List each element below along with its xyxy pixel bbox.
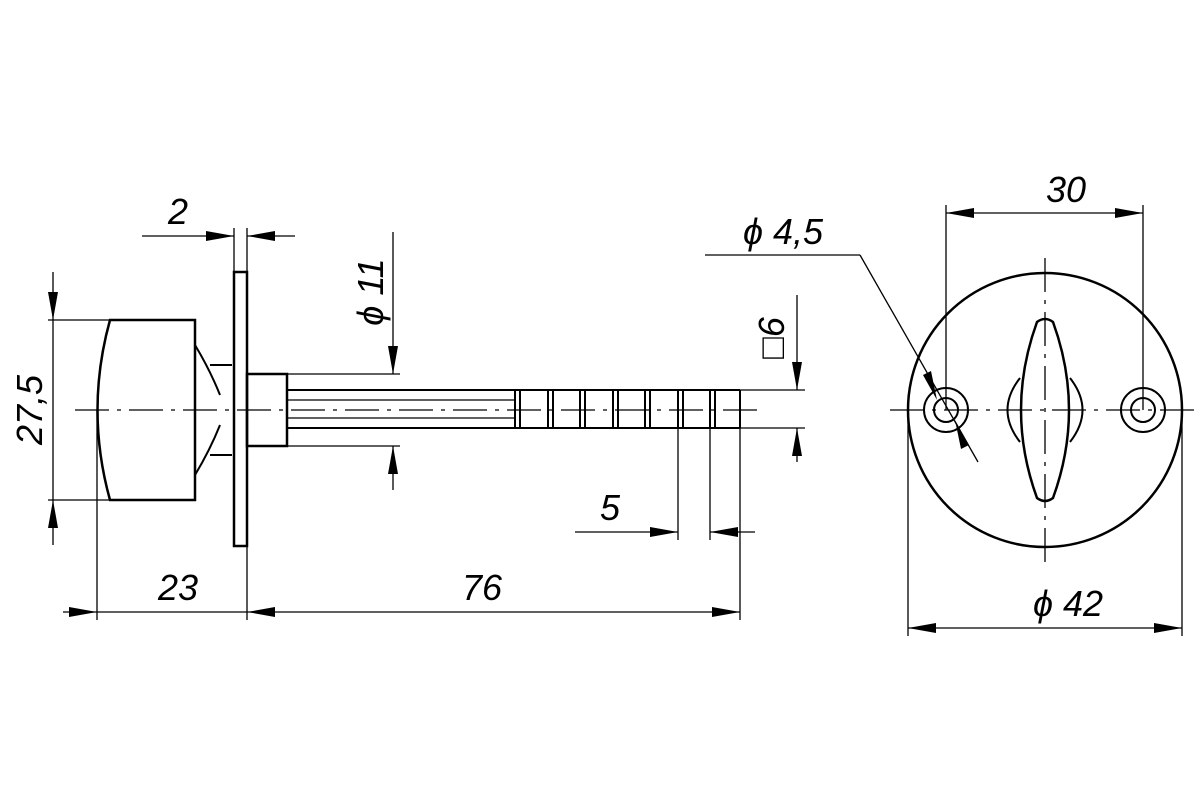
dimension-hole-diameter: ϕ 4,5 [705,211,979,463]
dim-label-square-size: □6 [751,316,792,359]
dim-label-spindle-length: 76 [462,567,503,608]
knob-neck [194,344,232,476]
dim-label-hole-diameter: ϕ 4,5 [743,211,824,252]
thumb-turn-blade [1019,317,1071,503]
front-view [890,258,1200,565]
dim-label-knob-height: 27,5 [9,374,50,446]
dimension-rosette-diameter: ϕ 42 [907,410,1183,636]
thumb-turn-boss [1006,377,1084,443]
dim-label-hole-spacing: 30 [1046,169,1086,210]
dimension-notch-pitch: 5 [575,428,755,540]
dim-label-spindle-diameter: ϕ 11 [350,258,391,325]
dimension-lengths: 23 76 [63,410,741,620]
dim-label-knob-length: 23 [157,567,198,608]
dimension-plate-thickness: 2 [142,191,295,272]
dim-label-notch-pitch: 5 [600,487,621,528]
dim-label-plate-thickness: 2 [167,191,188,232]
dimension-spindle-diameter: ϕ 11 [287,232,400,490]
dimension-hole-spacing: 30 [945,169,1144,410]
spindle-notches [514,390,716,428]
dimension-square-size: □6 [740,295,805,462]
side-view [75,270,760,548]
rosette-plate [232,270,249,548]
dimension-knob-height: 27,5 [9,272,110,545]
dim-label-rosette-diameter: ϕ 42 [1033,583,1103,624]
